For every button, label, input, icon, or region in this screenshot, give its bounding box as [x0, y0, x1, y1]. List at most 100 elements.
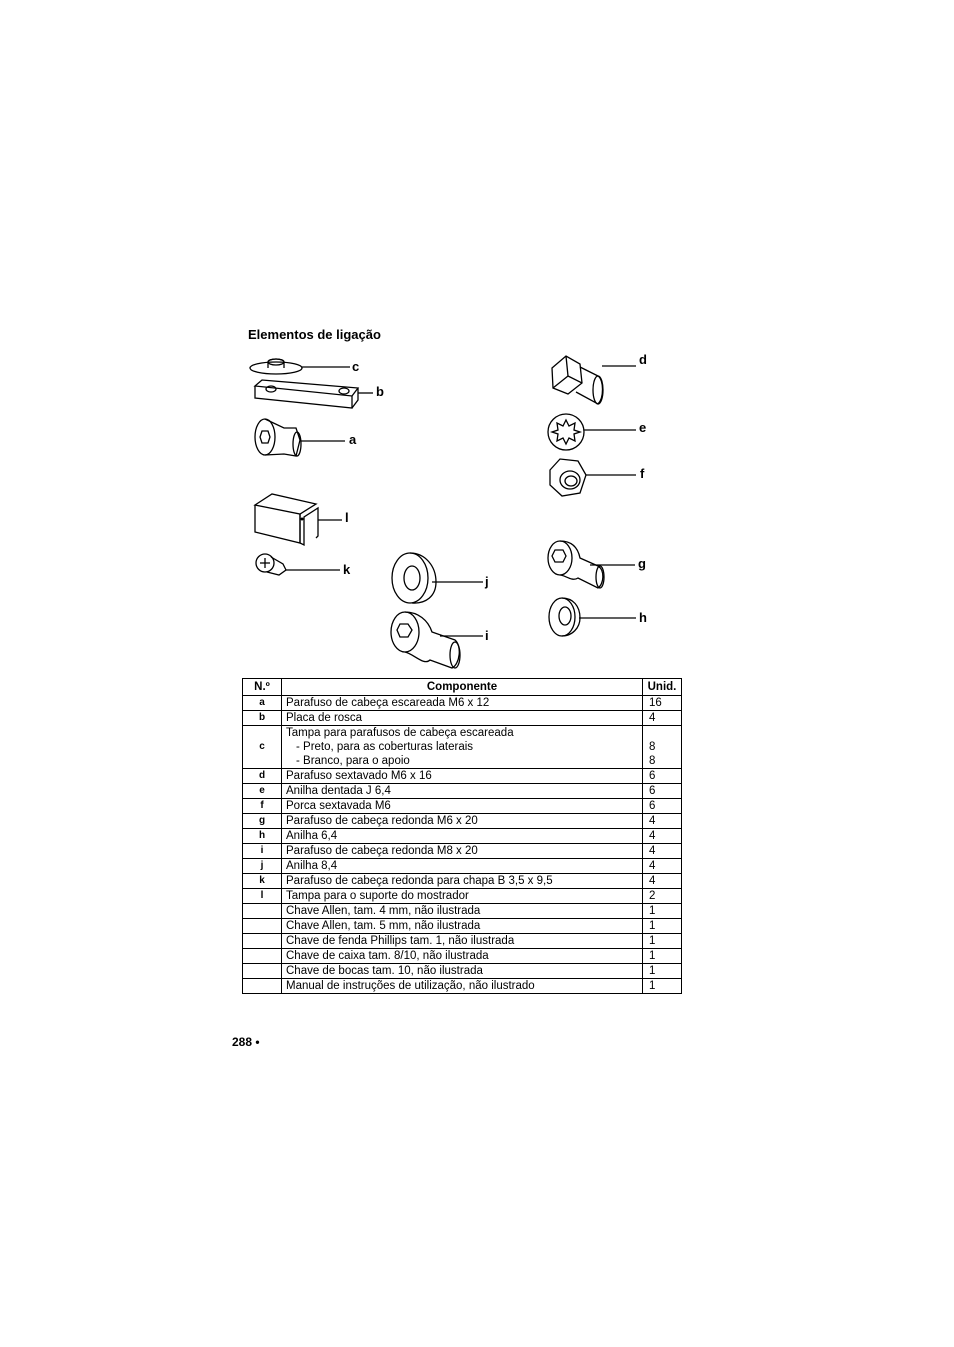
table-row: Chave de caixa tam. 8/10, não ilustrada …	[242, 948, 682, 964]
row-component: Placa de rosca	[281, 710, 643, 726]
row-subitem: - Branco, para o apoio	[296, 755, 410, 767]
row-no: b	[242, 710, 282, 726]
row-no	[242, 978, 282, 994]
row-component: Parafuso de cabeça redonda M8 x 20	[281, 843, 643, 859]
row-component: Anilha 8,4	[281, 858, 643, 874]
row-no	[242, 933, 282, 949]
table-row: d Parafuso sextavado M6 x 16 6	[242, 768, 682, 784]
label-c: c	[352, 359, 359, 374]
page-number: 288 •	[232, 1035, 260, 1049]
nut-f-drawing	[549, 458, 636, 497]
row-no: d	[242, 768, 282, 784]
label-e: e	[639, 420, 646, 435]
washer-e-drawing	[547, 413, 636, 451]
bracket-l-drawing	[253, 493, 342, 547]
label-j: j	[484, 574, 489, 589]
row-component: Chave Allen, tam. 4 mm, não ilustrada	[281, 903, 643, 919]
row-component: Parafuso de cabeça escareada M6 x 12	[281, 695, 643, 711]
table-row: Chave Allen, tam. 5 mm, não ilustrada 1	[242, 918, 682, 934]
row-units: 4	[642, 873, 682, 889]
row-units-multiline: 8 8	[642, 725, 682, 769]
row-no: k	[242, 873, 282, 889]
header-component: Componente	[281, 678, 643, 696]
row-units: 1	[642, 978, 682, 994]
row-component: Chave de bocas tam. 10, não ilustrada	[281, 963, 643, 979]
row-no: i	[242, 843, 282, 859]
row-component-multiline: Tampa para parafusos de cabeça escareada…	[281, 725, 643, 769]
row-component: Parafuso sextavado M6 x 16	[281, 768, 643, 784]
label-i: i	[485, 628, 489, 643]
label-l: l	[345, 510, 349, 525]
row-units: 6	[642, 768, 682, 784]
table-header-row: N.º Componente Unid.	[242, 678, 682, 696]
row-no: l	[242, 888, 282, 904]
row-subitem: - Preto, para as coberturas laterais	[296, 741, 474, 753]
washer-j-drawing	[391, 552, 483, 604]
row-units: 6	[642, 798, 682, 814]
label-f: f	[640, 466, 645, 481]
plate-b-drawing	[253, 379, 373, 409]
table-row: l Tampa para o suporte do mostrador 2	[242, 888, 682, 904]
row-component: Parafuso de cabeça redonda M6 x 20	[281, 813, 643, 829]
row-units: 4	[642, 858, 682, 874]
row-units: 1	[642, 963, 682, 979]
table-row: b Placa de rosca 4	[242, 710, 682, 726]
label-k: k	[343, 562, 351, 577]
parts-table: N.º Componente Unid. a Parafuso de cabeç…	[242, 678, 682, 994]
row-no: c	[242, 725, 282, 769]
table-row: c Tampa para parafusos de cabeça escarea…	[242, 725, 682, 769]
label-a: a	[349, 432, 357, 447]
row-subunits: 8	[649, 755, 656, 767]
screw-a-drawing	[254, 418, 345, 457]
screw-i-drawing	[390, 611, 483, 669]
row-no	[242, 918, 282, 934]
row-units: 4	[642, 843, 682, 859]
row-no: g	[242, 813, 282, 829]
label-h: h	[639, 610, 647, 625]
row-component: Porca sextavada M6	[281, 798, 643, 814]
row-no: f	[242, 798, 282, 814]
table-row: Chave de bocas tam. 10, não ilustrada 1	[242, 963, 682, 979]
section-title: Elementos de ligação	[248, 327, 381, 342]
screw-g-drawing	[547, 540, 635, 589]
label-d: d	[639, 352, 647, 367]
row-no	[242, 948, 282, 964]
label-g: g	[638, 556, 646, 571]
row-no	[242, 963, 282, 979]
row-component: Chave Allen, tam. 5 mm, não ilustrada	[281, 918, 643, 934]
table-row: h Anilha 6,4 4	[242, 828, 682, 844]
header-units: Unid.	[642, 678, 682, 696]
row-units: 1	[642, 933, 682, 949]
row-component: Chave de fenda Phillips tam. 1, não ilus…	[281, 933, 643, 949]
row-component: Tampa para o suporte do mostrador	[281, 888, 643, 904]
table-row: g Parafuso de cabeça redonda M6 x 20 4	[242, 813, 682, 829]
table-row: k Parafuso de cabeça redonda para chapa …	[242, 873, 682, 889]
row-no	[242, 903, 282, 919]
row-component: Manual de instruções de utilização, não …	[281, 978, 643, 994]
row-units: 4	[642, 710, 682, 726]
row-units: 4	[642, 813, 682, 829]
table-row: Chave de fenda Phillips tam. 1, não ilus…	[242, 933, 682, 949]
screw-k-drawing	[255, 553, 340, 576]
row-units: 4	[642, 828, 682, 844]
row-subunits: 8	[649, 741, 656, 753]
row-component: Chave de caixa tam. 8/10, não ilustrada	[281, 948, 643, 964]
row-component: Tampa para parafusos de cabeça escareada	[286, 727, 514, 739]
row-no: h	[242, 828, 282, 844]
table-row: f Porca sextavada M6 6	[242, 798, 682, 814]
row-component: Anilha 6,4	[281, 828, 643, 844]
row-component: Anilha dentada J 6,4	[281, 783, 643, 799]
row-units: 2	[642, 888, 682, 904]
washer-h-drawing	[548, 597, 636, 637]
table-row: Manual de instruções de utilização, não …	[242, 978, 682, 994]
row-units: 16	[642, 695, 682, 711]
row-no: e	[242, 783, 282, 799]
fasteners-illustration: c b a l k j i d e f g h	[249, 352, 647, 669]
table-row: a Parafuso de cabeça escareada M6 x 12 1…	[242, 695, 682, 711]
row-component: Parafuso de cabeça redonda para chapa B …	[281, 873, 643, 889]
table-row: e Anilha dentada J 6,4 6	[242, 783, 682, 799]
table-row: j Anilha 8,4 4	[242, 858, 682, 874]
cap-c-drawing	[249, 358, 350, 375]
row-units: 1	[642, 948, 682, 964]
row-units: 6	[642, 783, 682, 799]
